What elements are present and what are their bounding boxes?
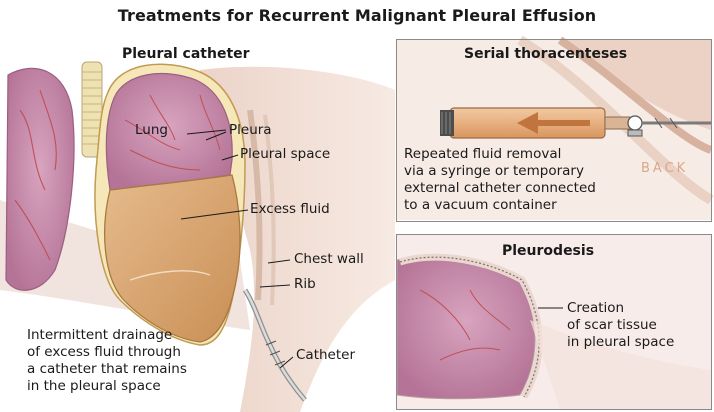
thoracentesis-description-line: Repeated fluid removal (404, 146, 596, 163)
pleurodesis-description-line: in pleural space (567, 334, 674, 351)
label-rib: Rib (294, 276, 316, 293)
label-catheter: Catheter (296, 347, 355, 364)
figure-title: Treatments for Recurrent Malignant Pleur… (0, 6, 714, 25)
catheter-description-line: Intermittent drainage (27, 327, 187, 344)
catheter-description-line: in the pleural space (27, 378, 187, 395)
catheter-panel-heading: Pleural catheter (122, 46, 250, 62)
label-chest-wall: Chest wall (294, 251, 364, 268)
pleurodesis-description: Creation of scar tissue in pleural space (567, 300, 674, 351)
pleurodesis-description-line: Creation (567, 300, 674, 317)
back-label: BACK (641, 160, 688, 177)
thoracentesis-description-line: to a vacuum container (404, 197, 596, 214)
label-excess-fluid: Excess fluid (250, 201, 330, 218)
pleurodesis-panel-heading: Pleurodesis (502, 243, 594, 259)
catheter-description-line: a catheter that remains (27, 361, 187, 378)
thoracentesis-panel-heading: Serial thoracenteses (464, 46, 627, 62)
thoracentesis-description-line: via a syringe or temporary (404, 163, 596, 180)
thoracentesis-description-line: external catheter connected (404, 180, 596, 197)
label-pleural-space: Pleural space (240, 146, 330, 163)
catheter-description-line: of excess fluid through (27, 344, 187, 361)
pleurodesis-description-line: of scar tissue (567, 317, 674, 334)
label-lung: Lung (135, 122, 168, 139)
thoracentesis-description: Repeated fluid removal via a syringe or … (404, 146, 596, 214)
catheter-description: Intermittent drainage of excess fluid th… (27, 327, 187, 395)
label-pleura: Pleura (229, 122, 272, 139)
